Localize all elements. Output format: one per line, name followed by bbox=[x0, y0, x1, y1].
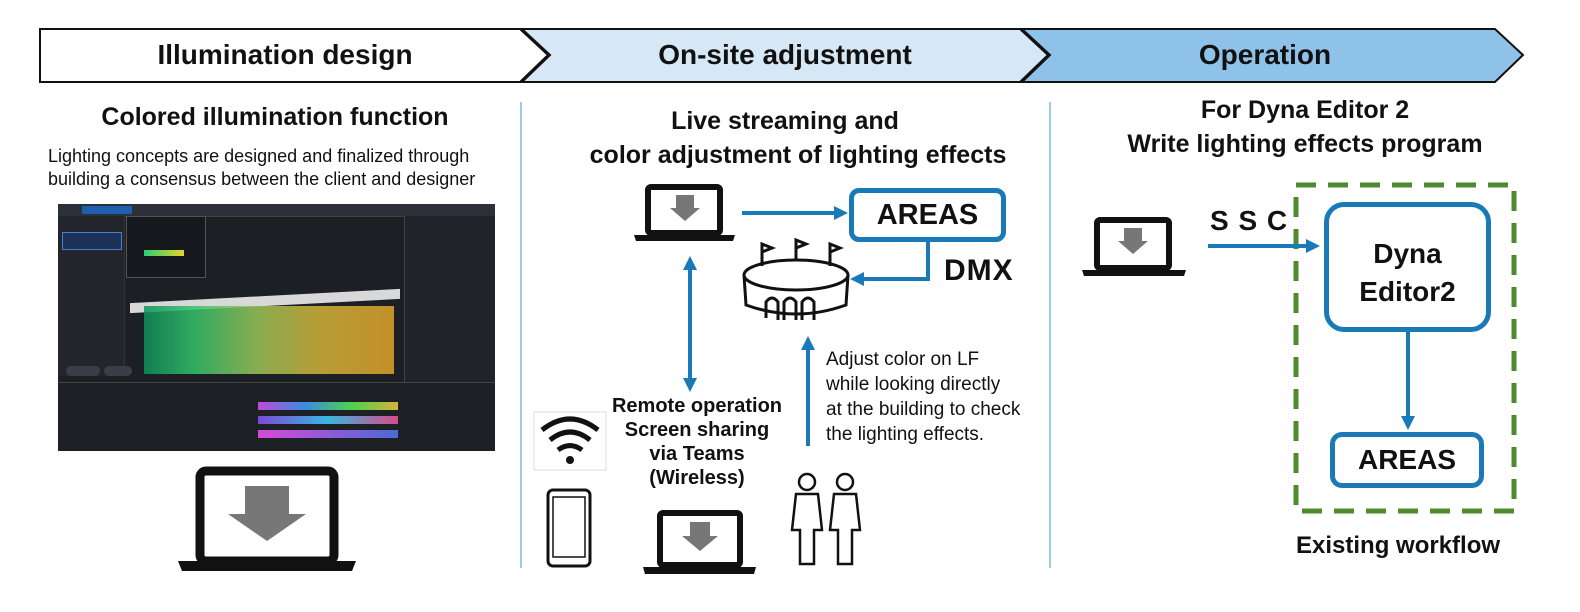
laptop-download-icon-col2-top bbox=[634, 184, 735, 241]
areas-box-col2: AREAS bbox=[849, 188, 1006, 242]
col2-title-line1: Live streaming and bbox=[671, 107, 899, 135]
adjust-note-line4: the lighting effects. bbox=[826, 424, 985, 445]
ssc-label: S S C bbox=[1210, 205, 1289, 236]
adjust-note-line1: Adjust color on LF bbox=[826, 349, 980, 370]
stage-label-operation: Operation bbox=[1198, 39, 1332, 70]
smartphone-icon bbox=[546, 488, 592, 568]
existing-workflow-label: Existing workflow bbox=[1296, 532, 1501, 559]
software-screenshot bbox=[58, 204, 495, 451]
stadium-icon bbox=[742, 237, 850, 320]
stage-arrow-operation bbox=[1019, 28, 1525, 83]
col1-title: Colored illumination function bbox=[101, 103, 449, 131]
col1-desc-line2: building a consensus between the client … bbox=[48, 169, 476, 189]
wifi-icon bbox=[533, 411, 607, 471]
dyna-editor2-line2: Editor2 bbox=[1359, 276, 1456, 307]
areas-box-col3: AREAS bbox=[1330, 432, 1484, 488]
laptop-download-icon-col2-bottom bbox=[643, 510, 756, 574]
remote-operation-line1: Remote operation bbox=[611, 395, 783, 417]
people-icon bbox=[790, 472, 862, 566]
existing-workflow-region bbox=[1293, 182, 1517, 514]
stage-label-onsite: On-site adjustment bbox=[658, 39, 912, 70]
remote-operation-line3: via Teams bbox=[649, 443, 745, 465]
remote-operation-line4: (Wireless) bbox=[649, 467, 745, 489]
column-divider-2 bbox=[1049, 102, 1051, 568]
column-divider-1 bbox=[520, 102, 522, 568]
dyna-editor2-box: Dyna Editor2 bbox=[1324, 202, 1491, 332]
stage-arrow-illumination bbox=[39, 28, 550, 83]
col3-title-line1: For Dyna Editor 2 bbox=[1200, 96, 1410, 124]
remote-operation-line2: Screen sharing bbox=[624, 419, 770, 441]
col1-desc-line1: Lighting concepts are designed and final… bbox=[48, 146, 470, 166]
adjust-note-line2: while looking directly bbox=[826, 374, 1001, 395]
dyna-editor2-line1: Dyna bbox=[1373, 238, 1442, 269]
laptop-download-icon-col3 bbox=[1082, 217, 1186, 276]
col2-title-line2: color adjustment of lighting effects bbox=[589, 141, 1007, 169]
adjust-note-line3: at the building to check bbox=[826, 399, 1021, 420]
dmx-label: DMX bbox=[944, 254, 1014, 287]
stage-label-illumination: Illumination design bbox=[157, 39, 413, 70]
col3-title-line2: Write lighting effects program bbox=[1127, 130, 1483, 158]
stage-arrow-onsite bbox=[519, 28, 1050, 83]
